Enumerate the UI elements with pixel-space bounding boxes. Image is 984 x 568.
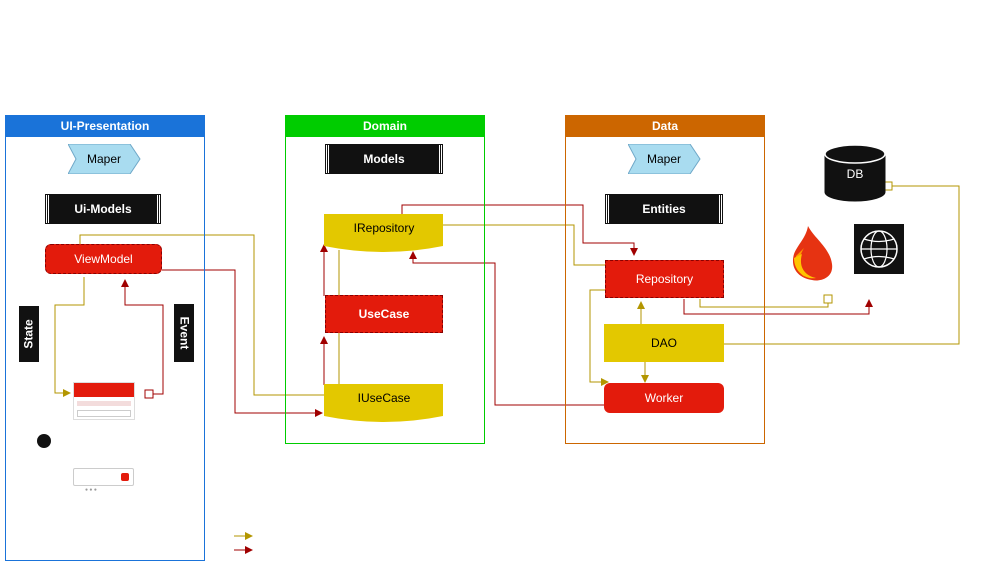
ui-maper-label: Maper: [86, 152, 121, 166]
data-lane-title: Data: [565, 115, 765, 137]
worker-box: Worker: [604, 383, 724, 413]
ui-maper-shape: [68, 144, 141, 174]
firebase-icon: [792, 226, 833, 281]
domain-lane: Domain: [285, 115, 485, 444]
data-lane: Data: [565, 115, 765, 444]
phone-nav-dots: ● ● ●: [85, 487, 97, 493]
viewmodel-box: ViewModel: [45, 244, 162, 274]
data-maper-shape: [628, 144, 701, 174]
dao-box: DAO: [604, 324, 724, 362]
line-state: [54, 277, 85, 397]
irepository-shape: [324, 214, 443, 252]
line-repo-network: [683, 299, 873, 315]
globe-icon: [854, 224, 904, 274]
domain-lane-title: Domain: [285, 115, 485, 137]
ui-presentation-lane: UI-Presentation: [5, 115, 205, 561]
data-maper-label: Maper: [646, 152, 681, 166]
db-cylinder-icon: [824, 144, 886, 202]
phone-card-mockup: [73, 468, 134, 486]
line-worker-irepo: [409, 251, 605, 406]
entities-box: Entities: [605, 194, 723, 224]
status-dot: [37, 434, 51, 448]
db-label: DB: [846, 167, 864, 181]
state-label: State: [19, 306, 39, 362]
line-dao-db: [724, 185, 960, 345]
line-event: [121, 279, 164, 395]
phone-screen-mockup: [73, 382, 135, 420]
line-irepo-olive: [443, 224, 605, 266]
iusecase-label: IUseCase: [357, 391, 411, 405]
event-label: Event: [174, 304, 194, 362]
repository-box: Repository: [605, 260, 724, 298]
iusecase-shape: [324, 384, 443, 422]
usecase-box: UseCase: [325, 295, 443, 333]
line-irepo-repository: [401, 204, 638, 256]
ui-models-box: Ui-Models: [45, 194, 161, 224]
line-viewmodel-to-iusecase: [79, 234, 325, 396]
line-repo-worker: [589, 289, 609, 386]
ui-lane-title: UI-Presentation: [5, 115, 205, 137]
irepository-label: IRepository: [353, 221, 415, 235]
line-viewmodel-red: [162, 269, 323, 417]
domain-models-box: Models: [325, 144, 443, 174]
